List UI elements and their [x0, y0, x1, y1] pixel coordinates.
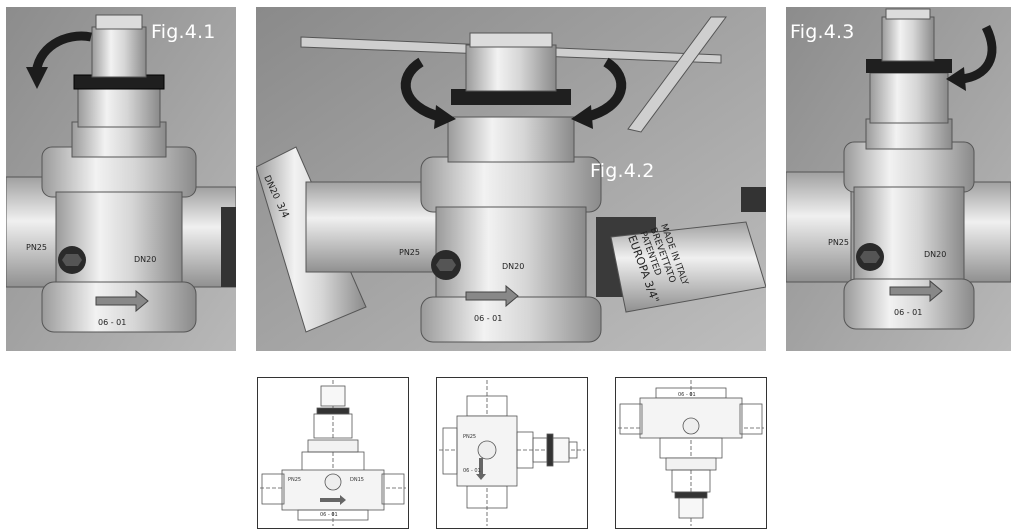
date-code-mark: 06 - 01: [320, 512, 338, 518]
installation-drawing-front-view: PN25 DN15 06 - 01: [257, 377, 409, 529]
nominal-size-mark: DN20: [134, 255, 156, 264]
pressure-rating-mark: PN25: [828, 238, 849, 247]
pressure-rating-mark: PN25: [288, 477, 301, 483]
nominal-size-mark: DN20: [502, 262, 524, 271]
nominal-size-mark: DN20: [924, 250, 946, 259]
figure-label: Fig.4.2: [590, 160, 655, 182]
date-code-mark: 06 - 01: [678, 392, 696, 398]
pressure-reducer-valve-illustration: PN25 DN20 06 - 01: [786, 7, 1011, 351]
date-code-mark: 06 - 01: [894, 308, 922, 317]
valve-line-drawing: 06 - 01: [618, 380, 764, 526]
pressure-rating-mark: PN25: [463, 434, 476, 440]
figure-4-2-photo: PN25 DN20 06 - 01 EUROPA 3/4" PATENTED B…: [256, 7, 766, 351]
figure-4-1-photo: PN25 DN20 06 - 01 Fig.4.1: [6, 7, 236, 351]
pressure-rating-mark: PN25: [26, 243, 47, 252]
date-code-mark: 06 - 01: [463, 468, 481, 474]
installation-drawing-inverted-view: 06 - 01: [615, 377, 767, 529]
figure-label: Fig.4.3: [790, 21, 855, 43]
installation-drawing-top-view: PN25 06 - 01: [436, 377, 588, 529]
valve-line-drawing: PN25 06 - 01: [439, 380, 585, 526]
date-code-mark: 06 - 01: [98, 318, 126, 327]
date-code-mark: 06 - 01: [474, 314, 502, 323]
figure-label: Fig.4.1: [151, 21, 216, 43]
pressure-rating-mark: PN25: [399, 248, 420, 257]
pressure-reducer-valve-illustration: PN25 DN20 06 - 01: [6, 7, 236, 351]
figure-4-3-photo: PN25 DN20 06 - 01 Fig.4.3: [786, 7, 1011, 351]
valve-adjustment-with-key-illustration: PN25 DN20 06 - 01 EUROPA 3/4" PATENTED B…: [256, 7, 766, 351]
valve-line-drawing: PN25 DN15 06 - 01: [260, 380, 406, 526]
nominal-size-mark: DN15: [350, 477, 364, 483]
